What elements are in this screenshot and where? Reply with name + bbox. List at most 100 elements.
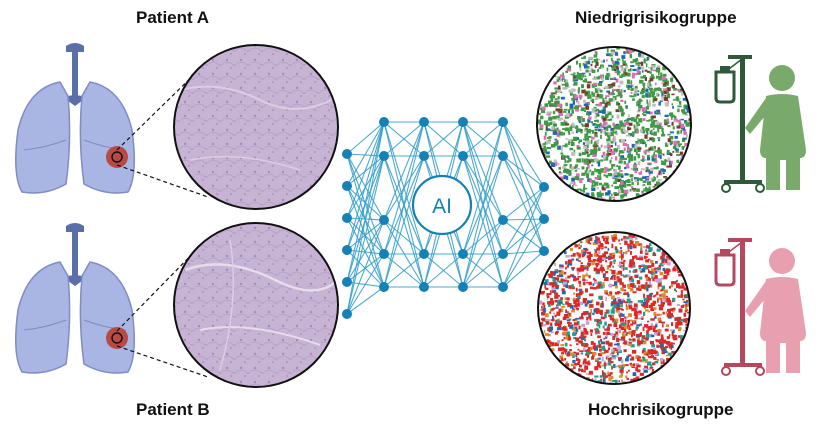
tissue-cell <box>586 316 589 321</box>
tissue-cell <box>642 180 647 183</box>
tissue-cell <box>577 295 581 299</box>
tissue-cell <box>547 282 551 285</box>
tissue-cell <box>557 129 561 133</box>
tissue-cell <box>652 253 657 256</box>
tissue-cell <box>585 106 590 110</box>
tissue-cell <box>607 323 612 327</box>
tissue-cell <box>684 143 688 147</box>
tissue-cell <box>661 339 667 344</box>
tissue-cell <box>565 309 567 314</box>
tissue-cell <box>680 335 684 339</box>
network-node <box>342 277 352 287</box>
tissue-cell <box>564 251 567 255</box>
tissue-cell <box>565 123 570 126</box>
tissue-cell <box>598 353 603 357</box>
tissue-cell <box>662 323 664 328</box>
tissue-cell <box>622 193 628 197</box>
tissue-cell <box>683 329 686 332</box>
network-node <box>342 181 352 191</box>
tissue-cell <box>599 192 604 196</box>
tissue-cell <box>611 252 616 255</box>
lung-icon-patient-b <box>15 223 135 374</box>
tissue-cell <box>542 143 546 146</box>
tissue-cell <box>613 304 618 309</box>
tissue-cell <box>556 115 559 118</box>
tissue-cell <box>591 299 594 303</box>
tissue-cell <box>609 372 613 375</box>
tissue-cell <box>647 284 650 288</box>
tissue-cell <box>660 346 665 350</box>
tissue-cell <box>617 103 621 106</box>
tissue-cell <box>675 280 678 283</box>
tissue-cell <box>602 106 606 111</box>
tissue-cell <box>617 352 619 356</box>
tissue-cell <box>667 311 671 315</box>
tissue-cell <box>619 375 623 378</box>
tissue-cell <box>616 348 621 352</box>
tissue-cell <box>596 123 600 126</box>
tissue-cell <box>608 314 611 318</box>
tissue-cell <box>614 131 618 134</box>
tissue-cell <box>627 250 630 252</box>
tissue-cell <box>602 372 605 376</box>
tissue-cell <box>582 360 585 365</box>
tissue-cell <box>646 88 649 93</box>
tissue-cell <box>677 270 681 274</box>
network-node <box>342 309 352 319</box>
tissue-cell <box>587 144 589 149</box>
tissue-cell <box>617 345 621 349</box>
tissue-cell <box>661 251 666 257</box>
tissue-cell <box>601 115 605 120</box>
tissue-cell <box>627 154 632 159</box>
tissue-cell <box>620 336 626 341</box>
tissue-cell <box>637 145 641 148</box>
tissue-cell <box>607 144 611 149</box>
tissue-cell <box>618 255 622 259</box>
tissue-cell <box>614 236 617 240</box>
tissue-cell <box>637 339 639 343</box>
tissue-cell <box>650 272 656 275</box>
tissue-cell <box>592 78 596 80</box>
network-edge <box>346 121 385 187</box>
network-node <box>342 213 352 223</box>
tissue-cell <box>608 284 611 287</box>
tissue-cell <box>586 161 589 165</box>
tissue-cell <box>638 108 641 110</box>
tissue-cell <box>603 155 606 160</box>
network-node <box>498 249 508 259</box>
tissue-cell <box>608 111 612 116</box>
tissue-cell <box>613 262 616 265</box>
tissue-cell <box>575 184 578 187</box>
tissue-cell <box>605 296 607 301</box>
tissue-cell <box>677 295 681 298</box>
tissue-cell <box>628 264 633 268</box>
patient-a-label: Patient A <box>136 8 210 27</box>
tissue-cell <box>649 270 654 274</box>
tissue-cell <box>581 172 586 176</box>
tissue-cell <box>657 122 662 125</box>
tissue-cell <box>551 287 556 291</box>
tissue-cell <box>599 348 602 352</box>
tissue-cell <box>680 124 685 129</box>
tissue-cell <box>622 333 626 338</box>
tissue-cell <box>588 149 593 152</box>
tissue-cell <box>554 314 557 318</box>
tissue-cell <box>622 60 626 65</box>
tissue-cell <box>675 322 678 326</box>
tissue-cell <box>616 94 620 97</box>
tissue-cell <box>544 333 549 336</box>
tissue-cell <box>602 284 605 289</box>
tissue-cell <box>588 275 591 279</box>
tissue-cell <box>645 186 648 191</box>
tissue-cell <box>671 300 674 303</box>
tissue-cell <box>620 93 623 99</box>
tissue-cell <box>651 74 654 78</box>
tissue-cell <box>596 58 598 60</box>
tissue-cell <box>614 349 618 352</box>
tissue-cell <box>555 319 557 325</box>
tissue-cell <box>564 127 570 132</box>
tissue-cell <box>543 146 546 150</box>
tissue-cell <box>671 74 675 78</box>
tissue-cell <box>609 261 613 266</box>
tissue-cell <box>664 351 668 354</box>
